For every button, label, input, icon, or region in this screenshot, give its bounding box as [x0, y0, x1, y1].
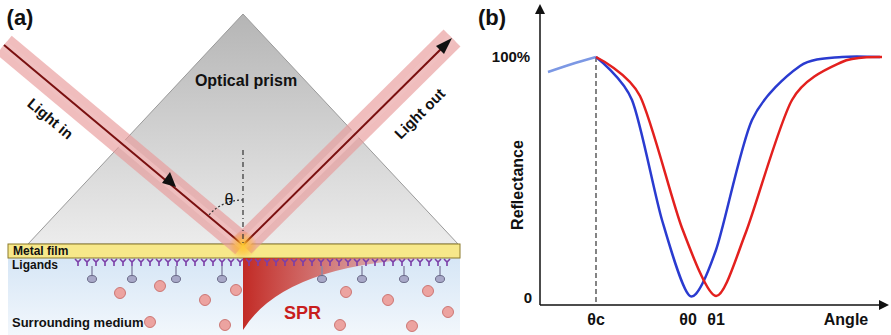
analyte: [383, 295, 394, 306]
ligand: [309, 259, 315, 266]
film-band: Metal film: [8, 244, 460, 258]
ligand: [291, 259, 297, 266]
analyte: [155, 281, 166, 292]
curve-pre: [548, 57, 596, 72]
analyte: [231, 285, 242, 296]
y-axis: [539, 10, 541, 305]
node-text: Metal film: [13, 244, 68, 258]
angle-symbol: θ: [225, 191, 234, 209]
panel-letter: (a): [7, 6, 34, 30]
ligand: [408, 259, 414, 266]
arrowhead: [436, 38, 452, 54]
ligand: [237, 259, 243, 266]
ligand: [426, 259, 432, 266]
reflectance-curves: [548, 56, 882, 296]
ligand-row: [75, 259, 450, 283]
ligand: [192, 259, 198, 266]
analyte: [335, 320, 346, 331]
ligand: [435, 259, 441, 266]
ligand: [381, 259, 387, 266]
arrowhead: [879, 300, 889, 310]
ligand: [246, 259, 252, 266]
receptor: [400, 266, 409, 283]
beam-out: [243, 38, 452, 245]
ligand: [354, 259, 360, 266]
axis-tick: θ1: [707, 311, 725, 329]
ligand: [165, 259, 171, 266]
ligand: [138, 259, 144, 266]
axis-title: Reflectance: [509, 140, 527, 230]
analyte: [200, 295, 211, 306]
receptor: [218, 266, 227, 283]
ligand: [228, 259, 234, 266]
receptor: [88, 266, 97, 283]
ligand: [300, 259, 306, 266]
axis-tick: θ0: [679, 311, 697, 329]
critical-angle-line: [595, 57, 596, 305]
curve-red: [596, 57, 882, 296]
analyte: [341, 287, 352, 298]
ligand: [75, 259, 81, 266]
ligand: [174, 259, 180, 266]
ligand: [273, 259, 279, 266]
analyte-particles: [115, 281, 454, 332]
ligand: [390, 259, 396, 266]
ligand: [264, 259, 270, 266]
ligand: [219, 259, 225, 266]
beam-out-core: [243, 38, 452, 245]
ligand: [84, 259, 90, 266]
ligand: [336, 259, 342, 266]
receptor: [358, 266, 367, 283]
ligand: [318, 259, 324, 266]
axis-tick: 100%: [492, 49, 530, 66]
ligand: [282, 259, 288, 266]
arrowhead: [535, 4, 545, 14]
ligand: [93, 259, 99, 266]
node-text: Surrounding medium: [12, 316, 143, 330]
ligand: [147, 259, 153, 266]
ligand: [102, 259, 108, 266]
ligand: [129, 259, 135, 266]
node-text: SPR: [284, 304, 321, 324]
surrounding-medium: [8, 258, 460, 335]
analyte: [220, 320, 231, 331]
receptor: [318, 266, 327, 283]
ligand: [156, 259, 162, 266]
node-text: Ligands: [12, 259, 58, 272]
spr-field: [243, 258, 440, 330]
node-text: Optical prism: [195, 72, 297, 90]
ligand: [111, 259, 117, 266]
ligand: [210, 259, 216, 266]
ligand: [183, 259, 189, 266]
ligand: [255, 259, 261, 266]
x-axis: [540, 304, 882, 306]
analyte: [443, 307, 454, 318]
arrowhead: [162, 172, 176, 187]
analyte: [423, 286, 434, 297]
analyte: [115, 288, 126, 299]
prism-label: Optical prism: [195, 72, 297, 90]
ligand: [372, 259, 378, 266]
ligand: [345, 259, 351, 266]
panel-letter: (b): [478, 6, 506, 30]
receptor: [172, 266, 181, 283]
ligand: [444, 259, 450, 266]
ligand: [327, 259, 333, 266]
ligand: [399, 259, 405, 266]
receptor: [436, 266, 445, 283]
axis-tick: θc: [587, 311, 605, 329]
receptor: [128, 266, 137, 283]
ligand: [120, 259, 126, 266]
ligand: [201, 259, 207, 266]
ligand: [417, 259, 423, 266]
analyte: [407, 321, 418, 332]
medium-band: LigandsSPR Surrounding medium: [8, 258, 460, 335]
axis-title: Angle: [824, 311, 868, 329]
analyte: [145, 317, 156, 328]
ligand: [363, 259, 369, 266]
axis-tick: 0: [524, 290, 532, 307]
normal-line: [242, 150, 243, 243]
